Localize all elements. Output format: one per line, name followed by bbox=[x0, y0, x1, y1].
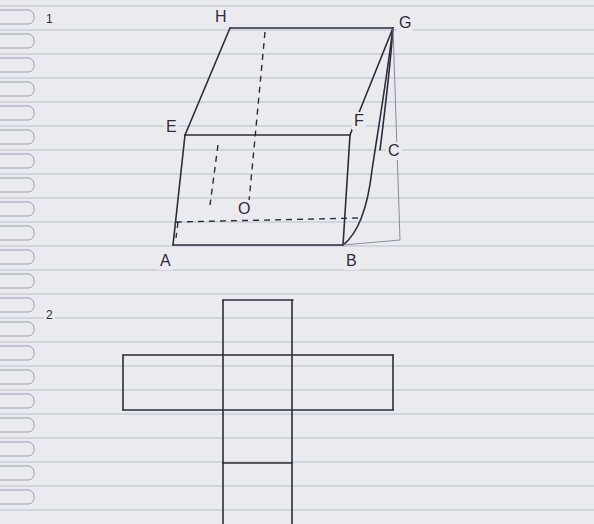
vertex-label: B bbox=[344, 252, 359, 270]
vertex-label: O bbox=[236, 200, 252, 218]
binding-holes bbox=[0, 10, 34, 504]
ruled-lines bbox=[0, 6, 594, 510]
edge-label: C bbox=[386, 142, 402, 160]
vertex-label: E bbox=[164, 118, 179, 136]
vertex-label: G bbox=[397, 14, 413, 32]
hidden-edges bbox=[176, 32, 360, 238]
net-sketch bbox=[123, 300, 393, 524]
vertex-label: A bbox=[158, 252, 173, 270]
figure-number: 1 bbox=[44, 12, 55, 26]
construction-lines bbox=[343, 28, 400, 245]
vertex-label: H bbox=[213, 8, 229, 26]
figure-number: 2 bbox=[44, 308, 55, 322]
prism-sketch bbox=[173, 28, 393, 245]
vertex-label: F bbox=[352, 112, 366, 130]
